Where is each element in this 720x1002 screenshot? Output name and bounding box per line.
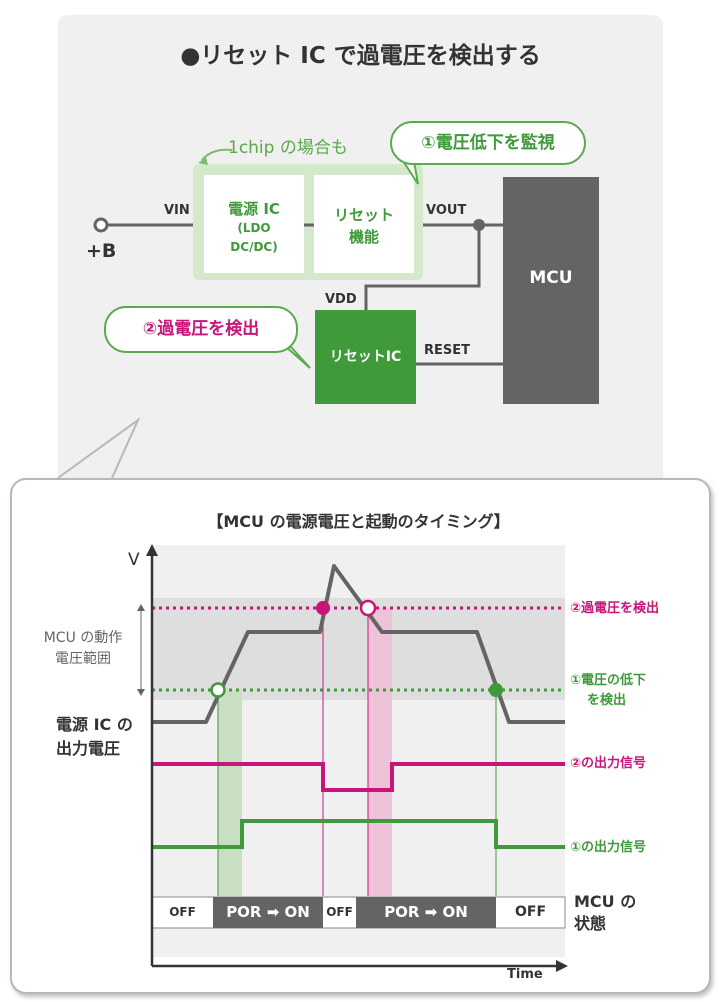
power-ic-line1: 電源 IC [228,200,280,218]
marker-power-good [210,682,226,698]
timing-title: 【MCU の電源電圧と起動のタイミング】 [207,512,510,531]
vin-label: VIN [164,203,190,218]
input-terminal [93,217,109,233]
signal2-label: ②の出力信号 [570,756,647,771]
power-ic-block [204,175,304,273]
x-axis-arrow [556,960,568,972]
state-on-1 [213,897,323,928]
marker-under-detect [489,683,503,697]
range-label-line2: 電圧範囲 [55,651,111,667]
state-off-1: OFF [169,905,196,919]
callout-pointer-edge [57,416,141,479]
range-bracket-top [137,604,145,611]
power-ic-line3: DC/DC) [230,240,278,254]
reset-function-block [314,175,414,273]
one-chip-arrowhead [198,157,208,165]
over-threshold-label: ②過電圧を検出 [570,601,660,616]
marker-over-release [359,599,377,617]
vdd-label: VDD [325,292,357,307]
supply-label-line1: 電源 IC の [56,715,133,734]
range-bracket-bottom [137,689,145,696]
callout-undervoltage: ①電圧低下を監視 [390,121,586,165]
under-threshold-label-line1: ①電圧の低下 [570,673,647,688]
y-axis-label: V [128,550,140,570]
y-axis-arrow [146,544,158,556]
signal2-trace [152,762,565,792]
supply-label: 電源 IC の 出力電圧 [56,713,133,761]
por-window-1 [218,690,242,896]
mcu-block [503,177,599,404]
circuit-title: ●リセット IC で過電圧を検出する [180,43,541,69]
junction-dot [473,219,485,231]
range-label: MCU の動作 電圧範囲 [28,628,138,670]
signal1-trace [152,819,565,849]
marker-over-detect [316,601,330,615]
state-por-on-2: POR ➡ ON [384,903,468,921]
mcu-label: MCU [529,268,573,288]
plus-b-label: +B [86,240,117,262]
state-label-line1: MCU の [574,892,637,911]
state-label-line2: 状態 [574,914,607,933]
state-off-2: OFF [326,905,353,919]
reset-ic-block [315,310,416,404]
state-on-2 [356,897,496,928]
under-threshold-label-line2: を検出 [587,693,627,708]
reset-label: RESET [424,343,471,358]
signal1-label: ①の出力信号 [570,840,647,855]
state-label: MCU の 状態 [574,891,636,935]
vdd-wire [364,225,481,312]
range-label-line1: MCU の動作 [43,630,123,646]
power-ic-line2: (LDO [237,221,271,235]
supply-label-line2: 出力電圧 [56,739,121,758]
por-window-2 [368,608,392,896]
one-chip-note: 1chip の場合も [228,138,348,158]
callout-overvoltage: ②過電圧を検出 [104,306,298,353]
state-off-3: OFF [514,904,547,920]
one-chip-arrow [201,148,233,161]
reset-block-line1: リセット [333,206,394,224]
state-por-on-1: POR ➡ ON [226,903,310,921]
vout-label: VOUT [426,203,467,218]
reset-ic-label: リセットIC [329,349,402,365]
reset-block-line2: 機能 [348,228,379,246]
x-axis-label: Time [507,967,543,982]
